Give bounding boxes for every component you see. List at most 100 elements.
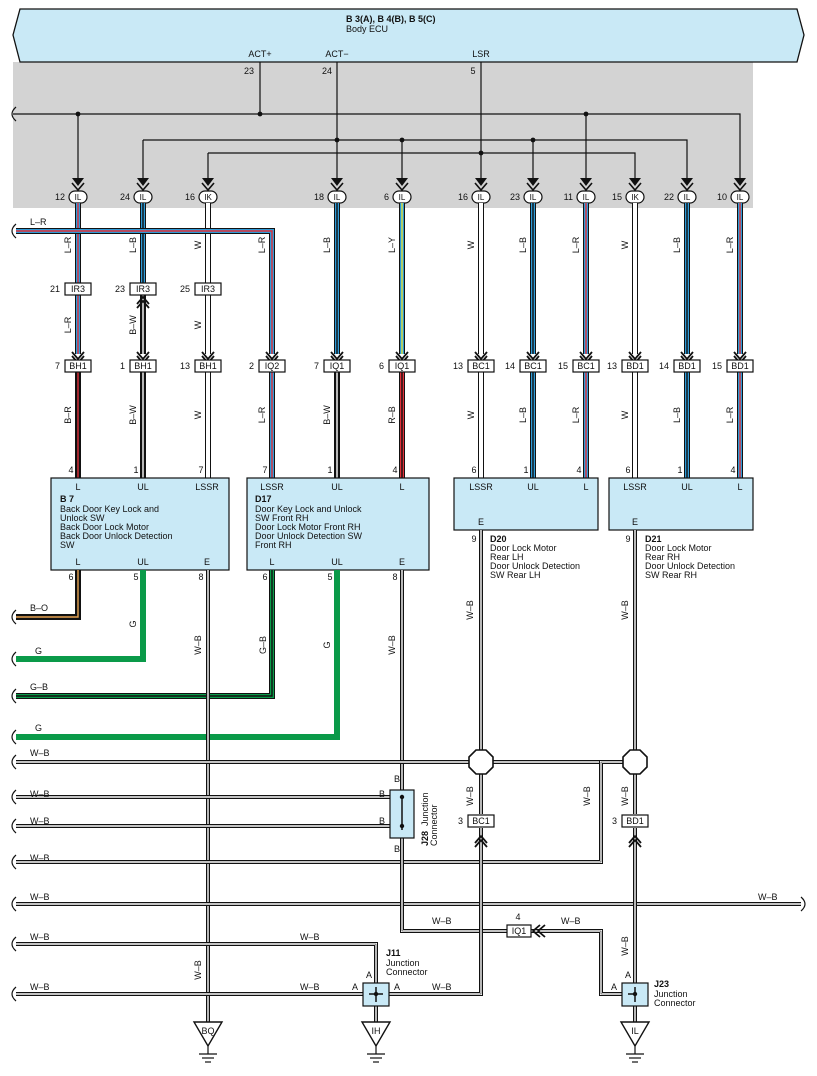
d21-top-pin-ul: UL	[681, 482, 693, 492]
d17-box	[246, 477, 430, 571]
left-break-mark-1	[11, 651, 17, 667]
top-connector-code: IL	[75, 193, 82, 202]
ground-ih: IH	[360, 1021, 392, 1063]
label-j11-wire-right: W–B	[432, 982, 452, 992]
label-d17-ul-wire-vertical: G	[322, 641, 332, 648]
b7-box	[50, 477, 230, 571]
d17-bottom-num-8: 8	[392, 572, 397, 582]
d20-top-pin-l: L	[583, 482, 588, 492]
bottom-labels: B–O G G W–B G–B G–B G G W–B W–B W–B W–B …	[30, 600, 778, 1008]
iq1-bottom-code: IQ1	[512, 926, 527, 936]
mid-conn-box-code: IQ1	[395, 361, 410, 371]
mid-conn-box: BH1	[129, 359, 157, 373]
wire-mid-label-3: L–R	[257, 406, 267, 423]
ground-label-il: IL	[631, 1026, 639, 1036]
body-ecu: B 3(A), B 4(B), B 5(C) Body ECU ACT+ ACT…	[12, 8, 805, 208]
mid-conn-pin: 13	[180, 361, 190, 371]
label-iq1-pin: 4	[515, 912, 520, 922]
j23-id: J23	[654, 979, 669, 989]
ecu-pin-name-act-plus: ACT+	[248, 49, 271, 59]
left-break-mark-2	[11, 688, 17, 704]
bd1-bottom-connector-box-code: BD1	[626, 816, 644, 826]
ecu-shade-area	[13, 62, 753, 208]
label-j23-pin-top: A	[625, 970, 631, 980]
left-break-mark-3	[11, 729, 17, 745]
mid-conn-box-code: BD1	[678, 361, 696, 371]
bd1-bottom-connector-box: BD1	[621, 814, 649, 828]
mid-conn-pin: 14	[659, 361, 669, 371]
bc1-bottom-connector-box: BC1	[467, 814, 495, 828]
left-break-mark-0	[11, 609, 17, 625]
wire-row6	[16, 942, 378, 986]
mid-connector-bc1-15: BC1 15	[558, 351, 600, 373]
top-connector-il-18: IL 18	[314, 178, 347, 204]
mid-conn-pin: 6	[379, 361, 384, 371]
wire-top-label-2: W	[193, 240, 203, 249]
wire-d17-l	[16, 570, 275, 699]
mid-connector-iq1-6: IQ1 6	[379, 351, 416, 373]
wire-mid-label-5: R–B	[387, 406, 397, 424]
b7-desc-3: Back Door Lock Motor	[60, 522, 149, 532]
label-wb-row5: W–B	[30, 892, 50, 902]
mid-conn-box: BH1	[194, 359, 222, 373]
b7-top-num-7: 7	[198, 465, 203, 475]
wire-mid-label-11: L–R	[725, 406, 735, 423]
ecu-pin-num-24: 24	[322, 66, 332, 76]
top-connector-pin: 18	[314, 192, 324, 202]
wire-ir3-label-0: L–R	[63, 316, 73, 333]
mid-conn-pin: 15	[558, 361, 568, 371]
label-wb-row7: W–B	[30, 982, 50, 992]
component-d21: LSSR UL L 6 1 4 E 9 D21 Door Lock Motor …	[608, 465, 754, 580]
mid-conn-box: BH1	[64, 359, 92, 373]
b7-desc-2: Unlock SW	[60, 513, 105, 523]
wire-d17-ul	[16, 570, 340, 740]
ir3-connector-21-code: IR3	[71, 284, 85, 294]
left-break-mark-8	[11, 896, 17, 912]
mid-conn-box: BC1	[572, 359, 600, 373]
label-wb-row3: W–B	[30, 816, 50, 826]
label-j28-pin-left2: B	[379, 816, 385, 826]
ir3-connector-23-code: IR3	[136, 284, 150, 294]
top-connector-code: IL	[334, 193, 341, 202]
wire-top-label-6: L–B	[518, 237, 528, 253]
ir3-connector-25-code: IR3	[201, 284, 215, 294]
label-j11-pin-top: A	[366, 970, 372, 980]
d21-box	[608, 477, 754, 531]
d21-top-num-4: 4	[730, 465, 735, 475]
label-j23-pin-left: A	[611, 982, 617, 992]
b7-bottom-num-5: 5	[133, 572, 138, 582]
mid-conn-box-code: IQ1	[330, 361, 345, 371]
left-break-mark-ecu	[11, 106, 17, 122]
d17-bottom-pin-e: E	[399, 557, 405, 567]
d17-id: D17	[255, 494, 272, 504]
component-b7: B 7 Back Door Key Lock and Unlock SW Bac…	[50, 465, 230, 582]
label-iq1-right-wire: W–B	[561, 916, 581, 926]
j23-name-1: Junction	[654, 989, 688, 999]
label-b7-e-wire-lower: W–B	[193, 960, 203, 980]
mid-conn-box-code: BH1	[199, 361, 217, 371]
d17-desc-3: Door Lock Motor Front RH	[255, 522, 361, 532]
d21-top-num-1: 1	[677, 465, 682, 475]
mid-connector-bh1-13: BH1 13	[180, 351, 222, 373]
ir3-connector-25: IR3	[194, 282, 222, 296]
wire-mid-label-4: B–W	[322, 405, 332, 425]
ir3-pin-21: 21	[50, 284, 60, 294]
d17-top-pin-l: L	[399, 482, 404, 492]
b7-desc-5: SW	[60, 540, 75, 550]
wire-top-label-10: L–R	[725, 236, 735, 253]
d21-desc-4: SW Rear RH	[645, 570, 697, 580]
wire-top-label-4: L–Y	[387, 237, 397, 253]
ir3-pin-23: 23	[115, 284, 125, 294]
label-wb-row2: W–B	[30, 789, 50, 799]
wire-top-label-5: W	[466, 240, 476, 249]
label-d17-l-wire-vertical: G–B	[258, 636, 268, 654]
b7-desc-1: Back Door Key Lock and	[60, 504, 159, 514]
wire-mid-label-8: L–R	[571, 406, 581, 423]
